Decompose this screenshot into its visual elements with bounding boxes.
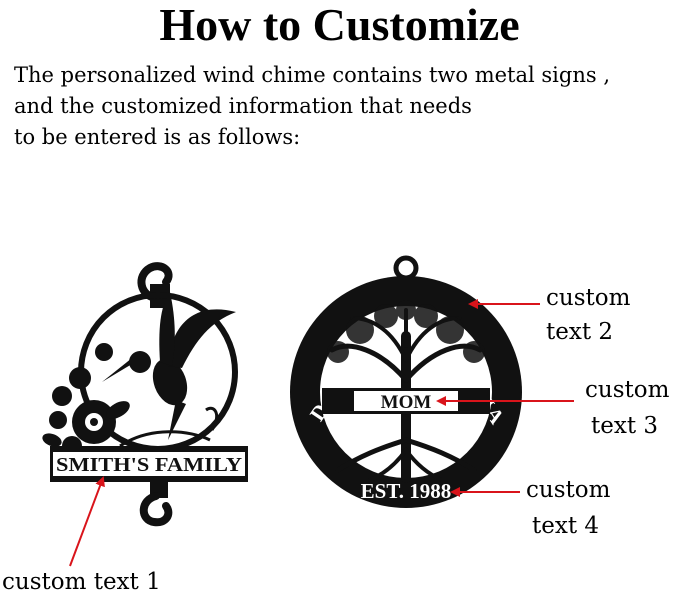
page-title: How to Customize <box>159 0 520 50</box>
callout-text3-line2: text 3 <box>591 413 659 439</box>
callout-text2-line1: custom <box>546 285 631 311</box>
sign1-banner-text: SMITH'S FAMILY <box>56 454 243 476</box>
intro-line: and the customized information that need… <box>14 94 472 118</box>
callout-text4-line2: text 4 <box>532 513 600 539</box>
top-hook-icon <box>137 262 173 302</box>
callout-text2-line2: text 2 <box>546 319 614 345</box>
sign2-center-text: MOM <box>381 392 432 413</box>
sign2-ring-text: JAMES DAVID SUSAN SOFIA KEVIN <box>0 0 512 432</box>
callout-arrows <box>69 299 574 567</box>
arrow-text1 <box>69 476 105 567</box>
callout-text4-line1: custom <box>526 477 611 503</box>
callout-text1: custom text 1 <box>2 569 161 595</box>
intro-paragraph: The personalized wind chime contains two… <box>14 60 674 153</box>
hummingbird-sign: SMITH'S FAMILY <box>42 262 248 527</box>
intro-line: The personalized wind chime contains two… <box>14 63 610 87</box>
callout-text3-line1: custom <box>585 377 670 403</box>
intro-line: to be entered is as follows: <box>14 125 301 149</box>
hummingbird-icon <box>102 292 236 440</box>
sign2-bottom-text: EST. 1988 <box>361 479 452 503</box>
bottom-hook-icon <box>139 492 173 527</box>
